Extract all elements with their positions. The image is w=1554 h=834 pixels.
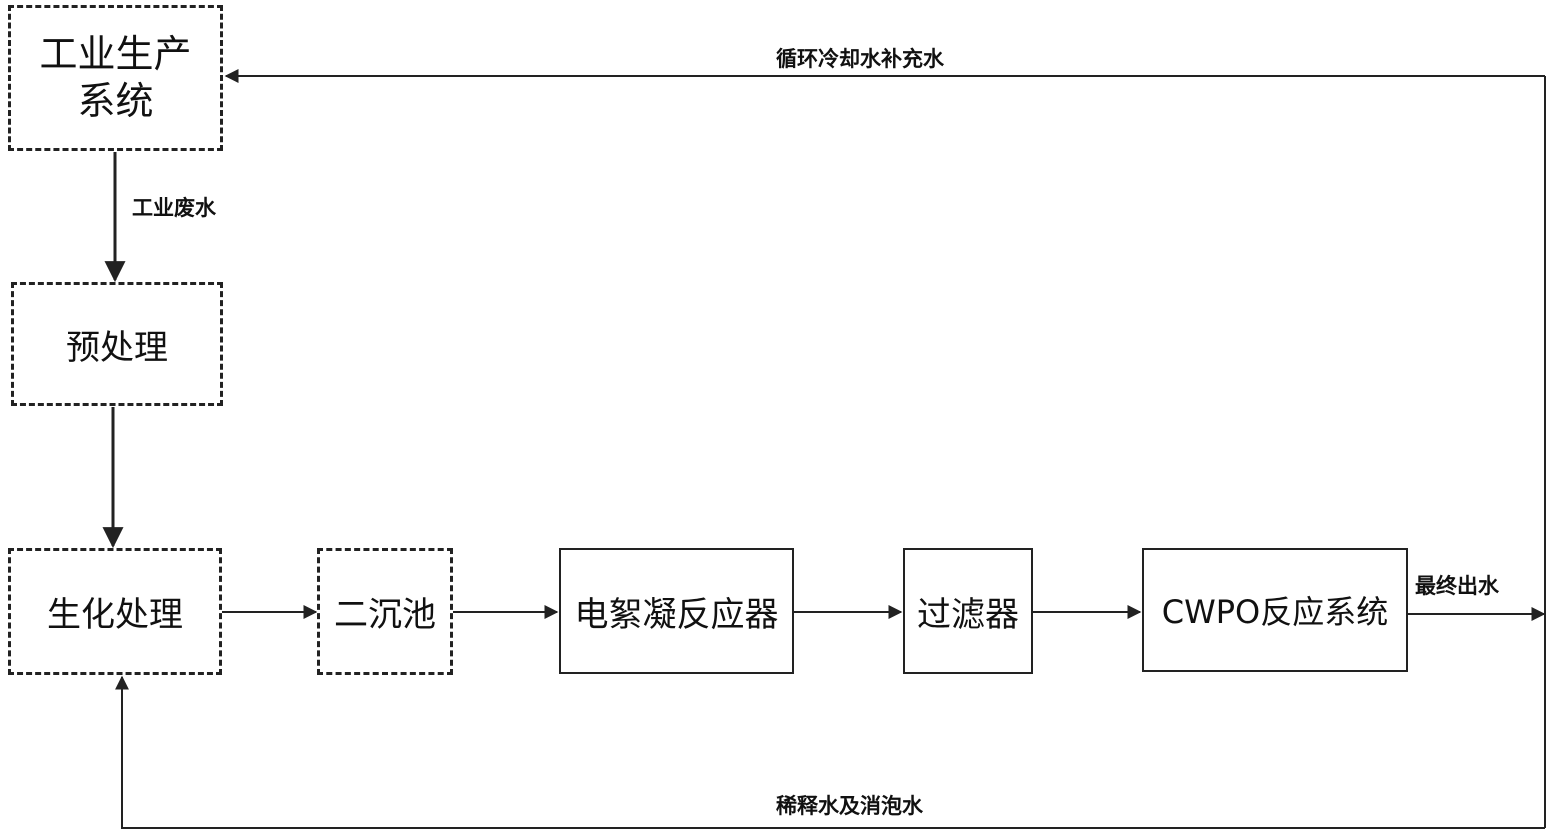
electrocoag-label: 电絮凝反应器 <box>574 594 779 635</box>
pretreatment-label: 预处理 <box>66 327 168 368</box>
filter-node: 过滤器 <box>903 548 1033 674</box>
industrial-production-label-line2: 系统 <box>77 79 154 123</box>
dilution-label: 稀释水及消泡水 <box>776 794 923 818</box>
industrial-wastewater-label: 工业废水 <box>132 196 216 220</box>
electrocoag-node: 电絮凝反应器 <box>559 548 794 674</box>
filter-label: 过滤器 <box>917 594 1019 635</box>
biochemical-node: 生化处理 <box>8 548 222 675</box>
cwpo-label: CWPO反应系统 <box>1161 593 1389 631</box>
cwpo-node: CWPO反应系统 <box>1142 548 1408 672</box>
biochemical-label: 生化处理 <box>47 595 183 635</box>
final-effluent-label: 最终出水 <box>1415 574 1499 598</box>
secondary-clarifier-label: 二沉池 <box>334 595 436 635</box>
pretreatment-node: 预处理 <box>11 282 223 406</box>
arrow-dilution-to-biochemical <box>115 675 1545 829</box>
recirculation-label: 循环冷却水补充水 <box>776 47 944 71</box>
secondary-clarifier-node: 二沉池 <box>317 548 453 675</box>
industrial-production-node: 工业生产 系统 <box>8 5 223 151</box>
industrial-production-label-line1: 工业生产 <box>39 31 192 76</box>
